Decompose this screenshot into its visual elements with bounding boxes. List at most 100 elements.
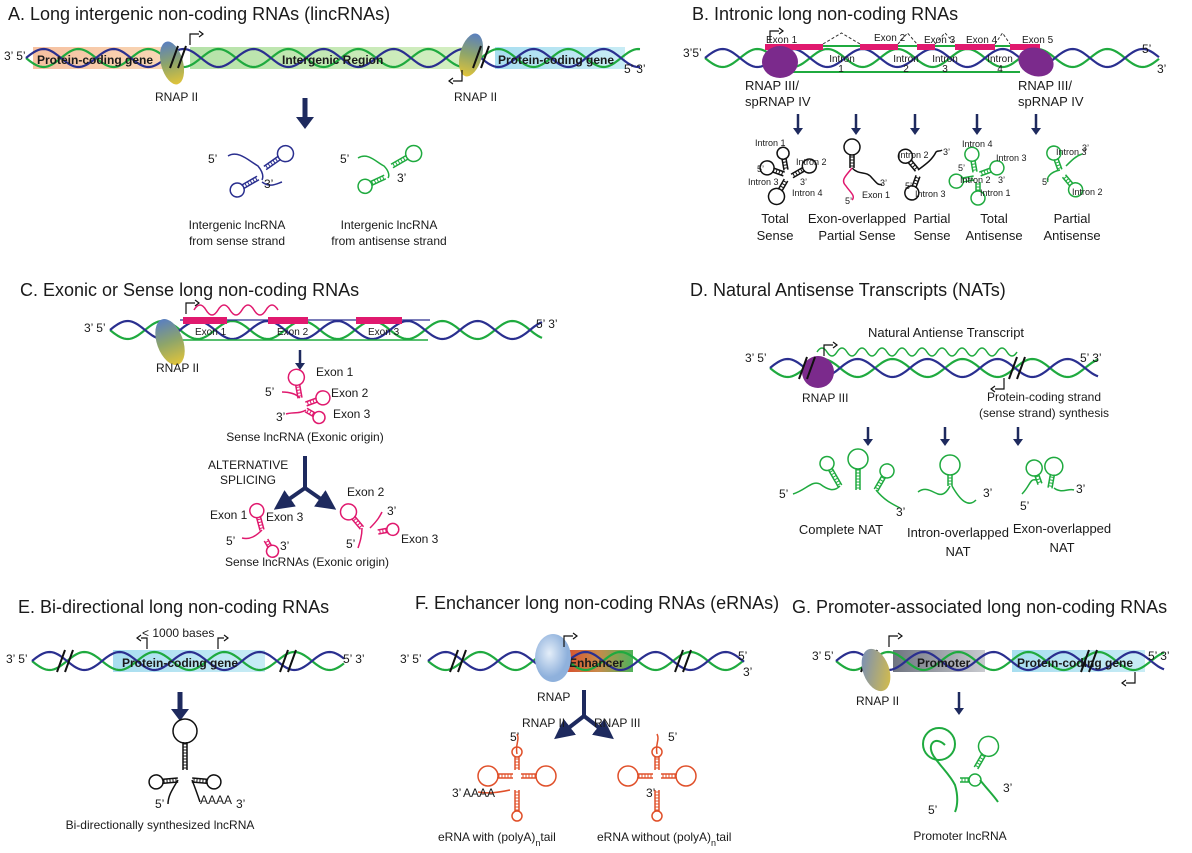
panel-c-mid-hp1-rung [296, 386, 301, 389]
panel-d-tss-right [990, 378, 1005, 393]
panel-b-rnap-right-blob [1018, 47, 1054, 77]
panel-b-s5-intron2: Intron 2 [1072, 187, 1103, 197]
panel-a-rna1-3: 3’ [264, 177, 273, 191]
panel-g-caption: Promoter lncRNA [913, 829, 1006, 843]
panel-d-tss [823, 341, 838, 356]
panel-b-s1-hp3-loop [801, 158, 818, 174]
panel-d-n1-hp1-rung [829, 469, 834, 473]
panel-b-s1-intron1: Intron 1 [755, 138, 786, 148]
panel-b-exon-label-4: Exon 4 [966, 35, 998, 46]
panel-d-n2-5tail [917, 485, 951, 496]
panel-e-hp-left [148, 774, 179, 790]
panel-d-n1-hp1-rung [834, 477, 838, 481]
panel-f-tss [563, 632, 578, 647]
panel-a-rna2-hp2-rung [376, 178, 380, 183]
panel-c-exon2-label: Exon 2 [277, 327, 309, 338]
panel-c-mid-5: 5’ [265, 385, 274, 399]
panel-b-splice-1 [822, 32, 861, 45]
panel-b-s4-5: 5’ [958, 163, 965, 173]
panel-e-hp-right-stem-b [191, 781, 208, 785]
panel-d-n1-hp3-rung [881, 476, 885, 480]
panel-e-hp-top-loop [172, 718, 198, 744]
panel-b-arrow-1 [793, 114, 803, 135]
panel-g-helix [835, 650, 1165, 672]
panel-a-rna1-3tail [261, 181, 283, 186]
panel-b-s4-hp4-loop [970, 190, 986, 206]
panel-e-hp-top [172, 718, 198, 770]
panel-f-helix-green-strand [427, 650, 745, 672]
panel-a-rna1-hp2-rung [254, 177, 258, 181]
panel-f-l-hp-bottom [511, 790, 523, 822]
panel-d-arrow-3 [1013, 427, 1023, 446]
panel-b-arrow-5-head [1031, 128, 1041, 135]
panel-c-alt-l1: ALTERNATIVE [208, 458, 288, 472]
panel-b-s4-hp2 [979, 160, 1005, 177]
panel-b-s3-hp1-loop [897, 148, 914, 164]
panel-f-caption-right-part: tail [716, 830, 731, 844]
panel-f-caption-right-part: n [711, 838, 716, 848]
panel-d-pc-l1: Protein-coding strand [987, 390, 1101, 404]
panel-g-tss-line [888, 635, 898, 647]
panel-e-tss-right-head [223, 634, 229, 642]
panel-g-rnap-label: RNAP II [856, 694, 899, 708]
panel-b-intron-label-8: 4 [997, 64, 1003, 75]
panel-b-s5-hp1-rung [1055, 161, 1060, 164]
panel-a-cap1-l2: from sense strand [189, 234, 285, 248]
panel-e-helix-green-strand [31, 650, 345, 672]
panel-f-break-left-l1 [449, 649, 459, 673]
panel-b-s5-hp1 [1046, 145, 1063, 171]
panel-f-caption-left-part: eRNA with (polyA) [438, 830, 535, 844]
panel-b-s5-hp1-loop [1046, 145, 1062, 161]
panel-c-y-right [303, 486, 337, 510]
panel-c-mid-hp2-loop [315, 390, 331, 406]
panel-e-hp-right [191, 774, 222, 790]
panel-g-hp-right-rung [981, 754, 985, 758]
panel-b-arrow-2 [851, 114, 861, 135]
panel-b-s3-hp1-rung [911, 164, 916, 168]
panel-f-r-hp-bottom [651, 790, 663, 822]
panel-e-hp-right-stem-a [192, 777, 209, 781]
panel-c-right-exon3: Exon 3 [401, 532, 439, 546]
panel-c-left-hp2-rung [266, 542, 271, 546]
panel-b-s1-hp1-loop [759, 160, 775, 176]
panel-c-mid-hp2-stem-a [305, 397, 317, 403]
panel-c-right-hp1 [339, 503, 365, 530]
panel-d-break-left [798, 356, 816, 380]
panel-d-n3-hp2-rung [1049, 476, 1054, 479]
panel-d-n3-hp1-rung [1036, 478, 1041, 481]
panel-a-rna2-5: 5’ [340, 152, 349, 166]
panel-f-left-end: 3’ 5’ [400, 652, 422, 666]
panel-b-cap4-l1: Total [980, 211, 1008, 226]
panel-g-tss-right-line [1126, 672, 1136, 684]
panel-g-break-right-l1 [1080, 649, 1090, 673]
panel-b-exon-label-1: Exon 1 [766, 35, 798, 46]
panel-d-tss-head [832, 341, 838, 349]
panel-a-cap2-l1: Intergenic lncRNA [341, 218, 438, 232]
panel-b-cap1-l1: Total [761, 211, 789, 226]
panel-a-rna2-hp1-rung [392, 163, 396, 167]
panel-c-right-hp2-rung [385, 528, 387, 533]
panel-b-arrow-5 [1031, 114, 1041, 135]
panel-b-tss-head [778, 27, 784, 35]
panel-f-r-5: 5’ [668, 730, 677, 744]
panel-e-right-end: 5’ 3’ [343, 652, 365, 666]
panel-b-s3-3: 3’ [943, 147, 950, 157]
panel-b-rnap-right-l1: RNAP III/ [1018, 78, 1072, 93]
panel-d-n1-3tail [875, 489, 901, 509]
panel-a-rna1-hp1-stem-a [263, 155, 280, 167]
panel-a-rna2-hp1-rung [394, 161, 398, 166]
panel-b-s1-hp2 [776, 146, 790, 171]
panel-b-s3-hp1-stem-a [907, 161, 917, 172]
panel-b-s4-intron1: Intron 1 [980, 188, 1011, 198]
panel-b-exon-5 [1010, 44, 1040, 50]
panel-d-cap2-l2: NAT [945, 544, 970, 559]
panel-c-right-5tail [357, 527, 363, 549]
panel-f-rnap-label: RNAP [537, 690, 570, 704]
panel-b-s5-3: 3’ [1082, 143, 1089, 153]
panel-g-hp-right-rung [975, 764, 979, 768]
panel-b-arrow-1-head [793, 128, 803, 135]
panel-a-rna1-hp1-rung [265, 164, 269, 169]
panel-b-cap1-l2: Sense [757, 228, 794, 243]
panel-b-title: B. Intronic long non-coding RNAs [692, 4, 958, 24]
panel-b-s4-hp3-rung [965, 177, 967, 182]
